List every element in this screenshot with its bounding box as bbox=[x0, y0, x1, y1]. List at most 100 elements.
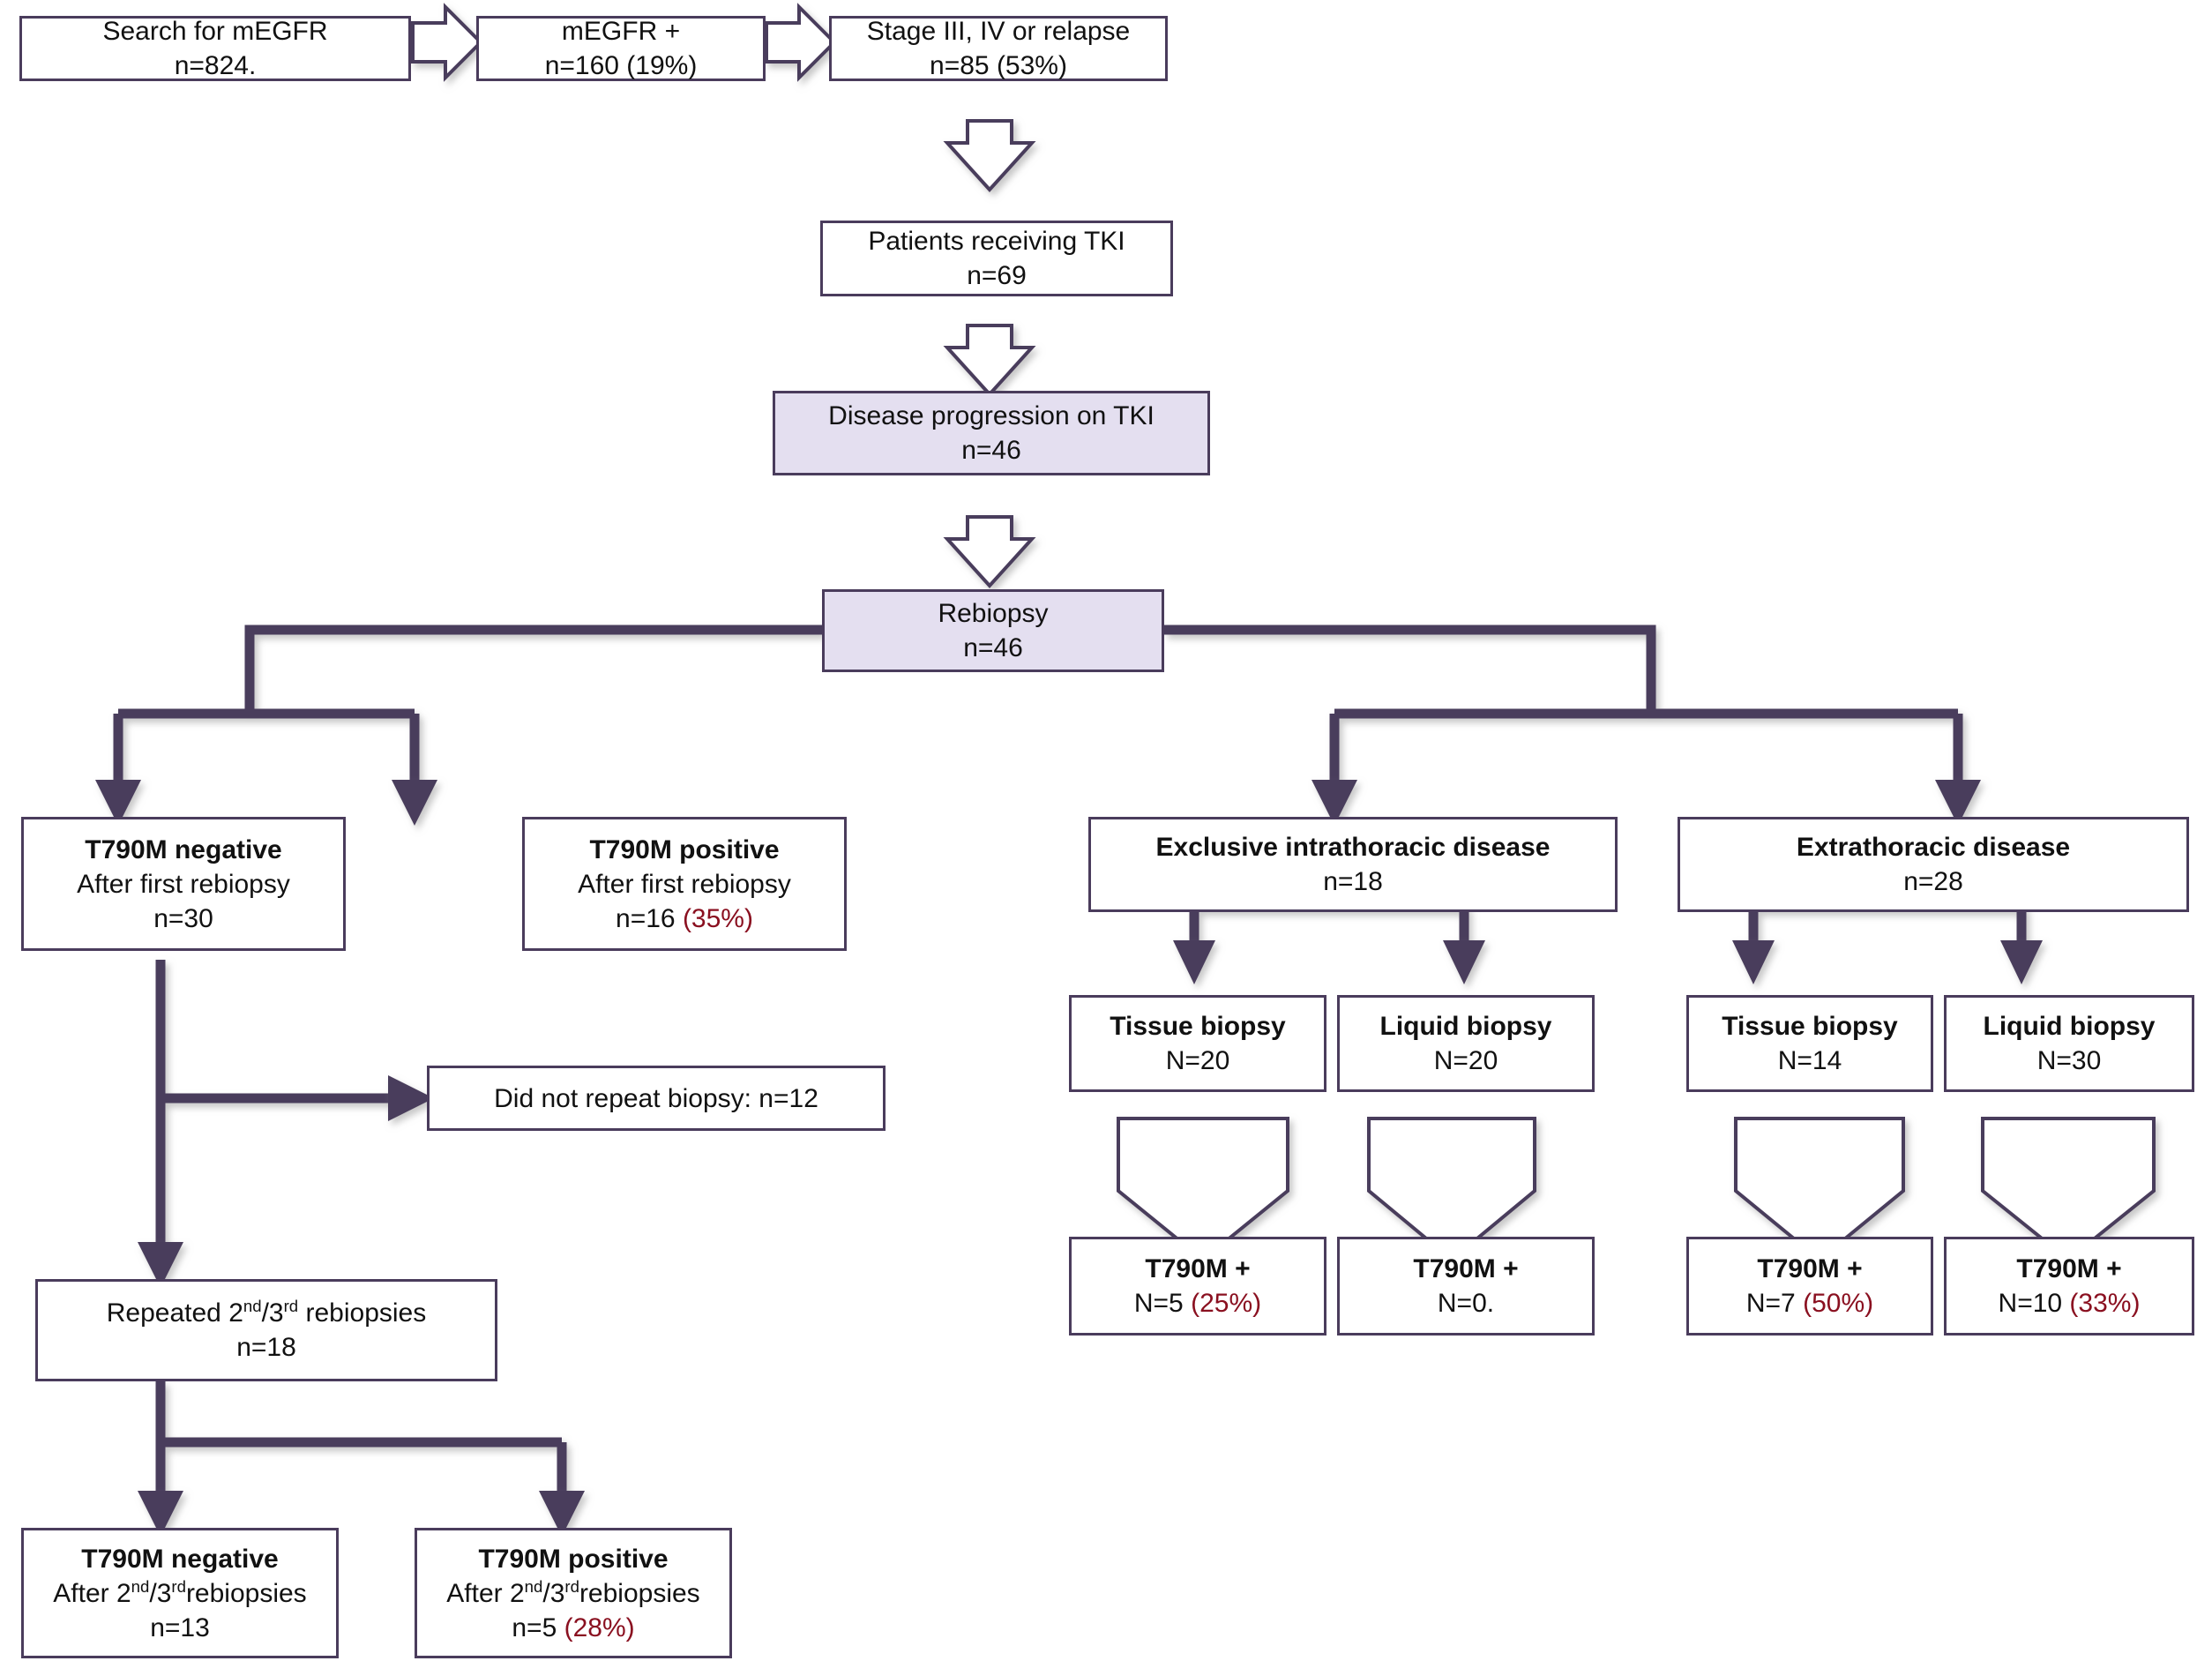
node-tissue-biopsy-intrathoracic[interactable]: Tissue biopsy N=20 bbox=[1069, 995, 1326, 1092]
node-pos-second-count: n=5 (28%) bbox=[512, 1611, 634, 1645]
node-search-line2: n=824. bbox=[174, 51, 257, 80]
connector-rebiopsy-left bbox=[113, 625, 822, 790]
arrow-search-to-megfr-icon bbox=[411, 3, 483, 82]
node-repeated-b: /3 bbox=[261, 1298, 284, 1328]
connector-neg-first-down bbox=[155, 960, 397, 1253]
node-pos-first-count-n: n=16 bbox=[616, 903, 683, 933]
node-res-tissue-extra-count: N=7 (50%) bbox=[1746, 1286, 1873, 1321]
node-res-tissue-intra-count: N=5 (25%) bbox=[1134, 1286, 1261, 1321]
node-res-liquid-extra-title: T790M + bbox=[2016, 1254, 2122, 1283]
node-neg-second-count: n=13 bbox=[150, 1612, 210, 1642]
node-stage-line1: Stage III, IV or relapse bbox=[866, 17, 1131, 46]
node-tissue-intra-title: Tissue biopsy bbox=[1110, 1012, 1286, 1041]
node-repeated-line2: n=18 bbox=[236, 1333, 296, 1362]
node-neg-second-a: After 2 bbox=[53, 1578, 131, 1608]
node-did-not-repeat-biopsy[interactable]: Did not repeat biopsy: n=12 bbox=[427, 1066, 886, 1131]
node-search-for-megfr[interactable]: Search for mEGFR n=824. bbox=[19, 16, 411, 81]
node-res-tissue-extra-n: N=7 bbox=[1745, 1289, 1804, 1318]
node-res-liquid-extra-pct: (33%) bbox=[2069, 1289, 2141, 1318]
node-tissue-biopsy-extrathoracic[interactable]: Tissue biopsy N=14 bbox=[1686, 995, 1933, 1092]
node-liquid-extra-title: Liquid biopsy bbox=[1983, 1012, 2156, 1041]
node-progression-line1: Disease progression on TKI bbox=[828, 401, 1155, 430]
node-neg-second-b: /3 bbox=[149, 1578, 172, 1608]
node-pos-second-a: After 2 bbox=[446, 1578, 525, 1608]
node-pos-second-b: /3 bbox=[542, 1578, 565, 1608]
node-patients-receiving-tki[interactable]: Patients receiving TKI n=69 bbox=[820, 221, 1173, 296]
node-res-liquid-extra-n: N=10 bbox=[1998, 1289, 2070, 1318]
node-intrathoracic-count: n=18 bbox=[1323, 867, 1383, 896]
node-stage-iii-iv-relapse[interactable]: Stage III, IV or relapse n=85 (53%) bbox=[829, 16, 1168, 81]
node-res-liquid-intra-n: N=0. bbox=[1437, 1289, 1495, 1318]
arrowhead-to-liquid-intra-icon bbox=[1443, 940, 1485, 984]
node-neg-second-sub: After 2nd/3rdrebiopsies bbox=[53, 1576, 306, 1611]
node-pos-first-count: n=16 (35%) bbox=[616, 902, 753, 936]
node-disease-progression-on-tki[interactable]: Disease progression on TKI n=46 bbox=[773, 391, 1210, 475]
node-pos-first-sub: After first rebiopsy bbox=[578, 869, 791, 899]
node-tissue-extra-title: Tissue biopsy bbox=[1722, 1012, 1898, 1041]
connector-extrathoracic-split bbox=[1748, 902, 2027, 949]
node-res-tissue-intra-title: T790M + bbox=[1145, 1254, 1251, 1283]
node-t790m-plus-liquid-intrathoracic[interactable]: T790M + N=0. bbox=[1337, 1237, 1595, 1336]
node-pos-first-title: T790M positive bbox=[589, 834, 780, 864]
node-t790m-negative-second[interactable]: T790M negative After 2nd/3rdrebiopsies n… bbox=[21, 1528, 339, 1658]
node-res-tissue-intra-n: N=5 bbox=[1133, 1289, 1192, 1318]
node-rebiopsy[interactable]: Rebiopsy n=46 bbox=[822, 589, 1164, 672]
node-neg-second-title: T790M negative bbox=[81, 1544, 279, 1574]
node-intrathoracic-title: Exclusive intrathoracic disease bbox=[1155, 833, 1551, 862]
arrow-megfr-to-stage-icon bbox=[765, 3, 837, 82]
node-neg-second-c: rebiopsies bbox=[185, 1578, 307, 1608]
connector-repeated-split bbox=[155, 1381, 567, 1500]
node-t790m-plus-liquid-extrathoracic[interactable]: T790M + N=10 (33%) bbox=[1944, 1237, 2194, 1336]
arrow-progression-to-rebiopsy-icon bbox=[943, 515, 1036, 588]
node-res-liquid-intra-count: N=0. bbox=[1438, 1286, 1494, 1321]
node-pos-second-sub: After 2nd/3rdrebiopsies bbox=[446, 1576, 699, 1611]
node-megfr-positive[interactable]: mEGFR + n=160 (19%) bbox=[476, 16, 766, 81]
node-liquid-biopsy-intrathoracic[interactable]: Liquid biopsy N=20 bbox=[1337, 995, 1595, 1092]
node-exclusive-intrathoracic-disease[interactable]: Exclusive intrathoracic disease n=18 bbox=[1088, 817, 1618, 912]
node-liquid-extra-count: N=30 bbox=[2036, 1046, 2102, 1075]
node-megfr-line2: n=160 (19%) bbox=[544, 51, 698, 80]
node-neg-first-sub: After first rebiopsy bbox=[77, 869, 290, 899]
node-t790m-plus-tissue-extrathoracic[interactable]: T790M + N=7 (50%) bbox=[1686, 1237, 1933, 1336]
node-rebiopsy-line2: n=46 bbox=[963, 633, 1023, 662]
node-liquid-biopsy-extrathoracic[interactable]: Liquid biopsy N=30 bbox=[1944, 995, 2194, 1092]
node-t790m-positive-first[interactable]: T790M positive After first rebiopsy n=16… bbox=[522, 817, 847, 951]
node-pos-second-sup2: rd bbox=[564, 1576, 579, 1596]
node-pos-second-count-n: n=5 bbox=[512, 1612, 564, 1642]
arrow-tki-to-progression-icon bbox=[943, 324, 1036, 397]
node-tki-line2: n=69 bbox=[967, 261, 1027, 290]
node-neg-first-title: T790M negative bbox=[85, 834, 282, 864]
node-neg-second-sup2: rd bbox=[171, 1576, 186, 1596]
node-neg-second-sup1: nd bbox=[131, 1576, 150, 1596]
node-res-tissue-extra-pct: (50%) bbox=[1803, 1289, 1874, 1318]
node-repeated-c: rebiopsies bbox=[298, 1298, 427, 1328]
node-pos-second-count-pct: (28%) bbox=[564, 1612, 635, 1642]
node-pos-first-count-pct: (35%) bbox=[682, 903, 753, 933]
node-did-not-repeat-text: Did not repeat biopsy: n=12 bbox=[494, 1083, 818, 1113]
node-repeated-sup2: rd bbox=[283, 1297, 299, 1315]
node-liquid-intra-title: Liquid biopsy bbox=[1379, 1012, 1552, 1041]
node-t790m-negative-first[interactable]: T790M negative After first rebiopsy n=30 bbox=[21, 817, 346, 951]
node-tki-line1: Patients receiving TKI bbox=[868, 227, 1125, 256]
node-tissue-extra-count: N=14 bbox=[1777, 1046, 1842, 1075]
node-pos-second-sup1: nd bbox=[524, 1576, 543, 1596]
arrowhead-to-tissue-extra-icon bbox=[1732, 940, 1775, 984]
node-pos-second-c: rebiopsies bbox=[579, 1578, 700, 1608]
node-res-tissue-intra-pct: (25%) bbox=[1191, 1289, 1262, 1318]
node-t790m-plus-tissue-intrathoracic[interactable]: T790M + N=5 (25%) bbox=[1069, 1237, 1326, 1336]
node-res-liquid-extra-count: N=10 (33%) bbox=[1999, 1286, 2141, 1321]
node-megfr-line1: mEGFR + bbox=[561, 17, 681, 46]
node-neg-first-count: n=30 bbox=[153, 903, 213, 933]
node-res-liquid-intra-title: T790M + bbox=[1413, 1254, 1519, 1283]
node-repeated-line1: Repeated 2nd/3rd rebiopsies bbox=[107, 1296, 426, 1330]
node-t790m-positive-second[interactable]: T790M positive After 2nd/3rdrebiopsies n… bbox=[415, 1528, 732, 1658]
arrowhead-to-t790m-pos-first-icon bbox=[392, 780, 437, 826]
node-extrathoracic-count: n=28 bbox=[1903, 867, 1963, 896]
arrowhead-to-tissue-intra-icon bbox=[1173, 940, 1215, 984]
node-liquid-intra-count: N=20 bbox=[1433, 1046, 1498, 1075]
node-res-tissue-extra-title: T790M + bbox=[1757, 1254, 1863, 1283]
node-extrathoracic-disease[interactable]: Extrathoracic disease n=28 bbox=[1678, 817, 2189, 912]
arrowhead-to-liquid-extra-icon bbox=[2000, 940, 2043, 984]
node-repeated-rebiopsies[interactable]: Repeated 2nd/3rd rebiopsies n=18 bbox=[35, 1279, 497, 1381]
